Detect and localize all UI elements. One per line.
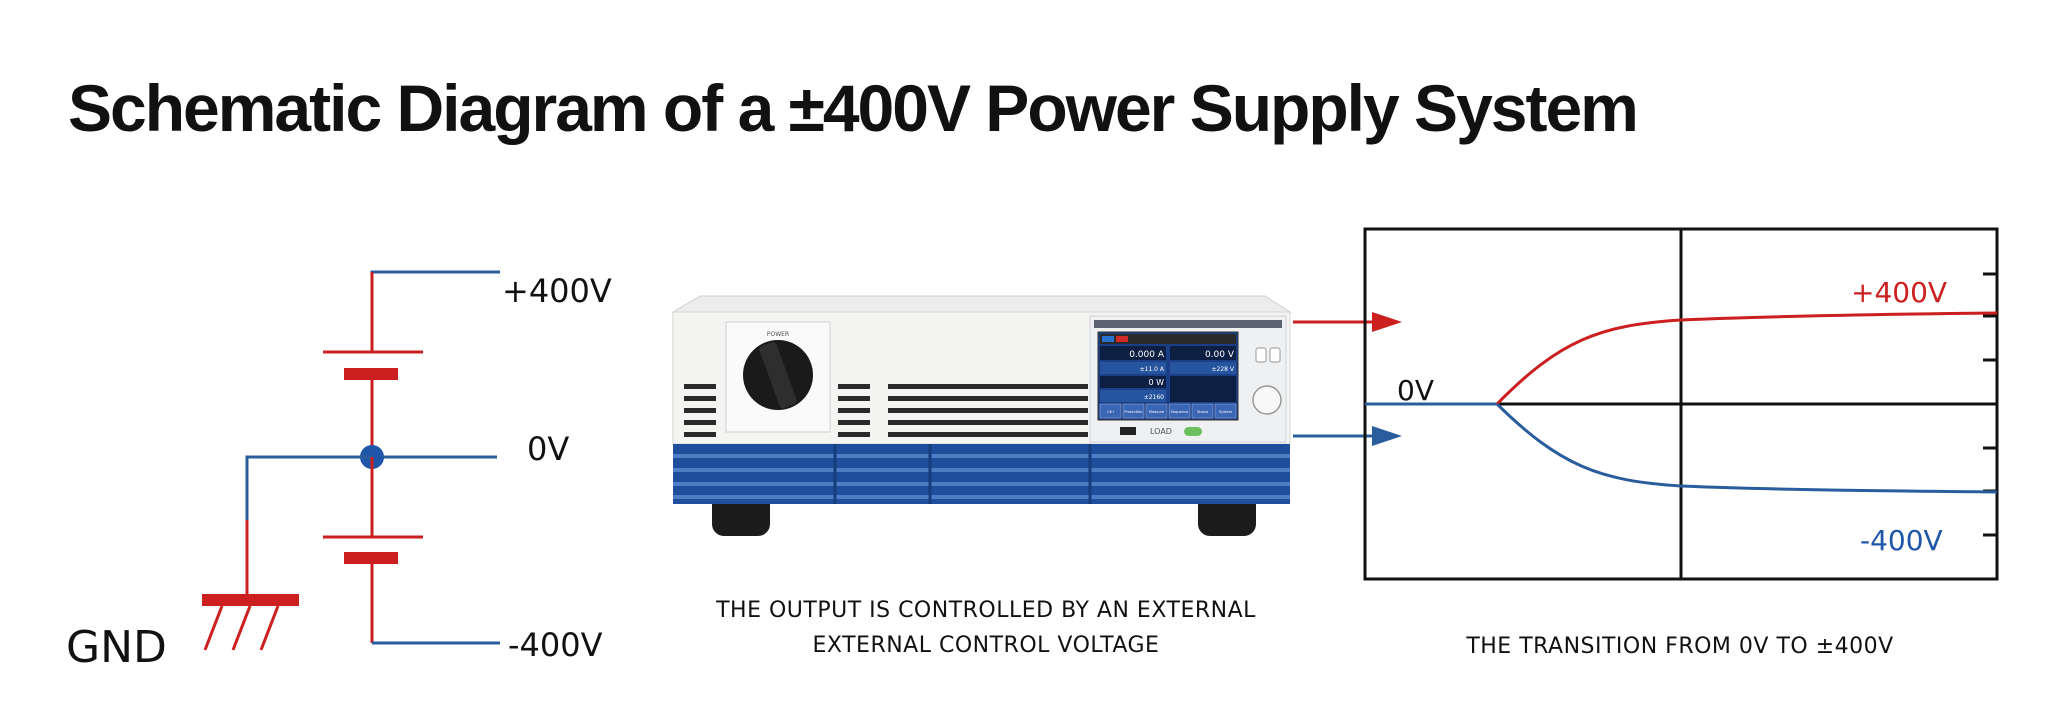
screen-voltage: 0.00 V: [1205, 350, 1235, 360]
screen-power: 0 W: [1148, 378, 1164, 387]
gnd-hatch-1: [203, 605, 224, 651]
graph-minus-label: -400V: [1860, 524, 1943, 557]
graph-zero-label: 0V: [1397, 374, 1434, 407]
screen-tab-label: System: [1219, 410, 1233, 414]
gnd-hatch-3: [259, 605, 280, 651]
power-label: POWER: [767, 331, 789, 338]
gnd-hatch-2: [231, 605, 252, 651]
diagram-title: Schematic Diagram of a ±400V Power Suppl…: [68, 71, 1639, 145]
graph-plus-label: +400V: [1851, 276, 1947, 309]
vent-mid-left: [838, 384, 870, 437]
screen-tab-label: Ctrl: [1107, 410, 1113, 414]
screen-current: 0.000 A: [1129, 350, 1165, 360]
gnd-wire-blue: [245, 455, 372, 520]
schematic-plus-label: +400V: [502, 272, 612, 310]
gnd-bar: [202, 594, 299, 606]
front-panel-strip: [1094, 320, 1282, 328]
schematic-minus-label: -400V: [508, 626, 603, 664]
screen-tabs: [1099, 403, 1237, 419]
screen-tab-label: Measure: [1149, 410, 1165, 414]
minus-400v-curve: [1495, 402, 1998, 494]
blue-arrowhead: [1372, 426, 1402, 446]
upper-battery-short-plate: [344, 368, 398, 380]
usb-port: [1120, 427, 1136, 435]
load-button[interactable]: [1184, 427, 1202, 436]
schematic-zero-label: 0V: [527, 430, 569, 468]
screen-tab-label: Protection: [1124, 410, 1142, 414]
lower-battery-short-plate: [344, 552, 398, 564]
blue-base-grooves: [673, 454, 1290, 499]
device-top: [671, 295, 1292, 313]
screen-lim3: ±2160: [1144, 394, 1164, 401]
screen-lim1: ±11.0 A: [1140, 366, 1165, 373]
plus-wire: [370, 270, 500, 275]
red-arrowhead: [1372, 312, 1402, 332]
screen-lim2: ±228 V: [1212, 366, 1235, 373]
power-supply-device: POWER: [671, 295, 1292, 536]
screen-tab-label: Status: [1197, 410, 1209, 414]
device-caption-line1: THE OUTPUT IS CONTROLLED BY AN EXTERNAL: [716, 598, 1256, 623]
gnd-label: GND: [66, 622, 167, 673]
plus-400v-curve: [1495, 311, 1998, 406]
panel-button-2[interactable]: [1269, 347, 1281, 363]
device-screen: 0.000 A 0.00 V ±11.0 A ±228 V 0 W ±2160: [1097, 331, 1239, 421]
graph-caption: THE TRANSITION FROM 0V TO ±400V: [1466, 634, 1894, 659]
panel-button-1[interactable]: [1255, 347, 1267, 363]
device-caption-line2: EXTERNAL CONTROL VOLTAGE: [812, 633, 1160, 658]
jog-knob[interactable]: [1252, 385, 1282, 415]
graph-right-ticks: [1983, 272, 1997, 537]
screen-tab-label: Sequence: [1171, 410, 1190, 414]
transition-graph: 0V +400V -400V: [1363, 227, 1999, 581]
vent-center: [888, 384, 1088, 437]
vent-left: [684, 384, 716, 437]
load-label: LOAD: [1150, 427, 1172, 436]
